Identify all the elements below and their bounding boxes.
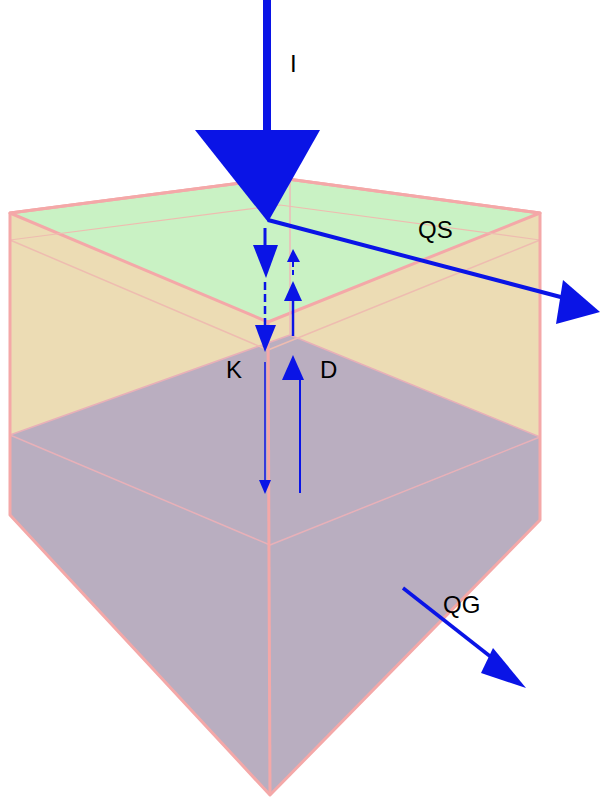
capillary-rise-shaft [292, 300, 295, 336]
percolation-head [255, 325, 276, 352]
percolation-shaft [264, 362, 266, 482]
infiltration-arrow-shaft [263, 0, 271, 135]
capillary-rise-head [282, 355, 304, 380]
aquifer-top-plane [10, 335, 540, 545]
percolation-head [259, 480, 271, 494]
capillary-rise-shaft [292, 262, 294, 276]
percolation-shaft [264, 228, 267, 247]
capillary-rise-head [287, 249, 300, 262]
flux-label: QS [418, 218, 453, 242]
surface-layer-line [10, 240, 540, 350]
flux-arrows [195, 0, 600, 688]
flux-label: D [320, 358, 337, 382]
flux-label: I [290, 52, 297, 76]
percolation-head [253, 245, 278, 278]
percolation-shaft [264, 282, 267, 326]
capillary-rise-head [284, 281, 302, 301]
flux-label: QG [443, 593, 480, 617]
groundwater-flow-head [481, 648, 526, 688]
front-edge [268, 322, 270, 795]
surface-runoff-head [556, 280, 600, 324]
flux-label: K [226, 358, 242, 382]
capillary-rise-shaft [299, 380, 301, 493]
infiltration-arrow-head [195, 130, 320, 222]
